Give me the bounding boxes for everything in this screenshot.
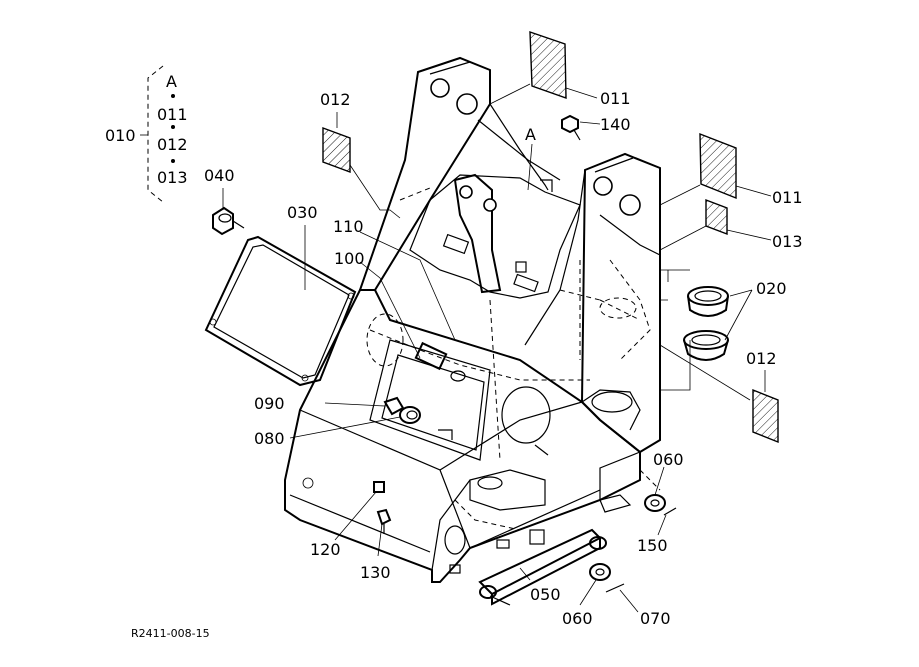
group-child-011: 011 [157,105,188,124]
callout-020: 020 [756,279,787,298]
callout-012-left: 012 [320,90,351,109]
group-child-012: 012 [157,135,188,154]
callout-140: 140 [600,115,631,134]
decal-011-top [529,31,567,99]
decal-013 [705,198,728,236]
callout-090: 090 [254,394,285,413]
leader-lines [222,83,772,613]
bolt-140 [561,114,581,141]
cover-plate [204,235,357,387]
callout-013: 013 [772,232,803,251]
callout-080: 080 [254,429,285,448]
decal-011-right [699,132,737,200]
rail-050 [478,494,632,606]
group-marker-label: A [166,72,177,91]
callout-050: 050 [530,585,561,604]
callout-030: 030 [287,203,318,222]
callout-150: 150 [637,536,668,555]
callout-060-right: 060 [653,450,684,469]
bolt-040 [212,206,245,236]
callout-040: 040 [204,166,235,185]
callout-070: 070 [640,609,671,628]
decal-012-left [322,126,351,174]
callout-011-top: 011 [600,89,631,108]
group-child-013: 013 [157,168,188,187]
small-parts [383,341,466,440]
callout-110: 110 [333,217,364,236]
callout-labels: 011 140 A 011 013 020 012 012 040 030 11… [204,89,803,628]
decal-012-right [752,388,779,444]
callout-060-bottom: 060 [562,609,593,628]
group-parent-label: 010 [105,126,136,145]
callout-120: 120 [310,540,341,559]
washers-pins [589,494,677,593]
parts-120-130 [373,481,392,534]
callout-100: 100 [334,249,365,268]
callout-012-right: 012 [746,349,777,368]
group-bracket: A 010 011 012 013 [105,65,188,203]
figure-reference-code: R2411-008-15 [131,627,210,640]
callout-A: A [525,125,536,144]
callout-011-right: 011 [772,188,803,207]
bushings-020 [683,286,729,361]
decals [322,31,779,444]
callout-130: 130 [360,563,391,582]
